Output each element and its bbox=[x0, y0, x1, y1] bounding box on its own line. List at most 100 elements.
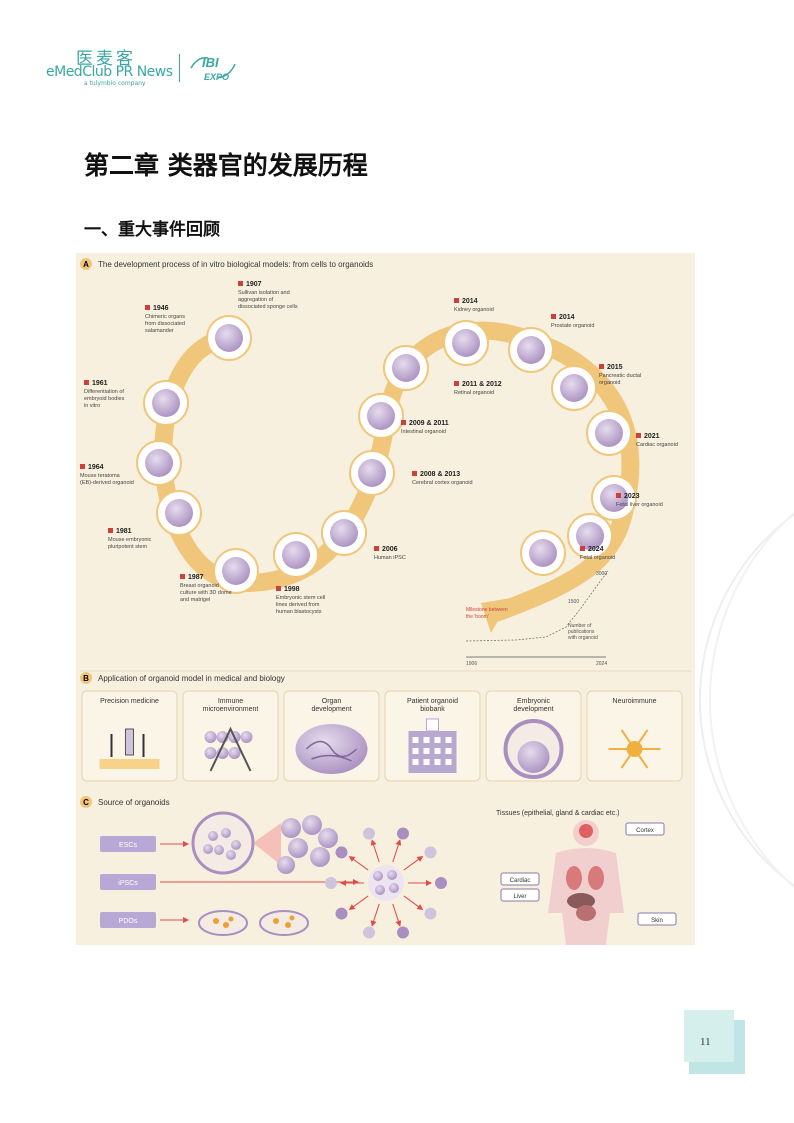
hospital-icon bbox=[408, 718, 457, 773]
pdo-dishes-icon bbox=[198, 910, 309, 936]
chapter-title: 第二章 类器官的发展历程 bbox=[84, 151, 368, 180]
inset-ylabel-2: publications bbox=[568, 629, 595, 635]
organoid-body-icon bbox=[600, 484, 628, 512]
event-marker bbox=[551, 314, 556, 319]
organoid-body-icon bbox=[367, 402, 395, 430]
event-description: organoid bbox=[599, 380, 620, 386]
inset-annotation-1: Milestone between bbox=[466, 607, 508, 613]
tissue-label-box bbox=[625, 822, 665, 836]
immune-cells-icon bbox=[204, 726, 253, 772]
inset-ylabel-1: Number of bbox=[568, 623, 592, 629]
event-year: 1961 bbox=[92, 380, 108, 387]
event-year: 1907 bbox=[246, 281, 262, 288]
event-description: Pancreatic ductal bbox=[599, 373, 641, 379]
panel-c-badge bbox=[80, 796, 92, 808]
application-card-label: microenvironment bbox=[203, 706, 259, 713]
event-marker bbox=[616, 493, 621, 498]
tissue-label: Liver bbox=[513, 894, 526, 900]
inset-y-top: 3000 bbox=[596, 571, 607, 577]
event-description: Human iPSC bbox=[374, 555, 406, 561]
event-year: 1964 bbox=[88, 464, 104, 471]
event-marker bbox=[238, 281, 243, 286]
figure-canvas: A The development process of in vitro bi… bbox=[80, 258, 691, 945]
panel-c-title: Source of organoids bbox=[98, 798, 170, 807]
event-description: Cerebral cortex organoid bbox=[412, 480, 473, 486]
application-card-label: Patient organoid bbox=[407, 698, 458, 705]
event-description: Fetal organoid bbox=[580, 555, 615, 561]
event-year: 2006 bbox=[382, 546, 398, 553]
event-year: 2008 & 2013 bbox=[420, 471, 460, 478]
event-description: dissociated sponge cells bbox=[238, 304, 298, 310]
event-year: 1981 bbox=[116, 528, 132, 535]
event-description: pluripotent stem bbox=[108, 544, 148, 550]
brain-icon bbox=[295, 724, 368, 774]
event-description: salamander bbox=[145, 328, 174, 334]
event-marker bbox=[180, 574, 185, 579]
event-description: Mouse embryonic bbox=[108, 537, 152, 543]
event-description: Mouse teratoma bbox=[80, 473, 121, 479]
event-marker bbox=[84, 380, 89, 385]
source-label-box bbox=[100, 912, 156, 928]
event-marker bbox=[108, 528, 113, 533]
event-marker bbox=[636, 433, 641, 438]
event-year: 2014 bbox=[462, 298, 478, 305]
application-card-label: biobank bbox=[420, 706, 445, 713]
inset-x-end: 2024 bbox=[596, 661, 607, 667]
embryo-icon bbox=[503, 719, 564, 779]
application-card-label: Embryonic bbox=[517, 698, 551, 705]
organoid-development-figure: A The development process of in vitro bi… bbox=[76, 253, 695, 945]
panel-a-title: The development process of in vitro biol… bbox=[98, 260, 373, 269]
panel-a-badge bbox=[80, 258, 92, 270]
logo-separator bbox=[179, 54, 180, 82]
event-year: 1946 bbox=[153, 305, 169, 312]
organoid-body-icon bbox=[517, 336, 545, 364]
page-number: 11 bbox=[700, 1036, 711, 1048]
event-marker bbox=[412, 471, 417, 476]
organoid-body-icon bbox=[452, 329, 480, 357]
source-label: iPSCs bbox=[118, 880, 138, 887]
tissues-title: Tissues (epithelial, gland & cardiac etc… bbox=[496, 810, 619, 817]
syringe-icon bbox=[99, 728, 160, 769]
differentiation-arrows bbox=[325, 827, 447, 939]
event-year: 2023 bbox=[624, 493, 640, 500]
event-marker bbox=[276, 586, 281, 591]
inset-x-start: 1906 bbox=[466, 661, 477, 667]
tissue-label: Cardiac bbox=[510, 878, 531, 884]
source-label-box bbox=[100, 836, 156, 852]
panel-b-badge bbox=[80, 672, 92, 684]
application-card-label: Precision medicine bbox=[100, 698, 159, 705]
event-year: 2024 bbox=[588, 546, 604, 553]
event-year: 2015 bbox=[607, 364, 623, 371]
neuron-icon bbox=[608, 729, 661, 769]
zoom-wedge-icon bbox=[253, 823, 281, 865]
event-year: 1998 bbox=[284, 586, 300, 593]
event-marker bbox=[454, 298, 459, 303]
differentiation-hub-icon bbox=[368, 865, 404, 901]
organoid-body-icon bbox=[330, 519, 358, 547]
section-title: 一、重大事件回顾 bbox=[84, 220, 220, 240]
event-description: Differentiation of bbox=[84, 389, 124, 395]
organoid-body-icon bbox=[560, 374, 588, 402]
application-card-label: development bbox=[513, 706, 553, 713]
organoid-body-icon bbox=[576, 522, 604, 550]
organoid-body-icon bbox=[152, 389, 180, 417]
application-card-label: Neuroimmune bbox=[613, 698, 657, 705]
organoid-body-icon bbox=[529, 539, 557, 567]
tissue-label: Cortex bbox=[636, 828, 654, 834]
event-marker bbox=[145, 305, 150, 310]
event-description: Chimeric organs bbox=[145, 314, 185, 320]
event-marker bbox=[401, 420, 406, 425]
tissue-label: Skin bbox=[651, 918, 663, 924]
event-marker bbox=[80, 464, 85, 469]
organoid-body-icon bbox=[215, 324, 243, 352]
ibi-expo-logo: IBI EXPO bbox=[190, 55, 236, 82]
panel-b-title: Application of organoid model in medical… bbox=[98, 674, 285, 683]
event-description: from dissociated bbox=[145, 321, 185, 327]
publications-inset-chart: 1906 2024 3000 1500 Milestone between th… bbox=[465, 570, 609, 667]
event-description: Embryonic stem cell bbox=[276, 595, 325, 601]
inset-y-mid: 1500 bbox=[568, 599, 579, 605]
event-description: Cardiac organoid bbox=[636, 442, 678, 448]
organoid-body-icon bbox=[595, 419, 623, 447]
page-number-inner-box bbox=[684, 1010, 734, 1062]
